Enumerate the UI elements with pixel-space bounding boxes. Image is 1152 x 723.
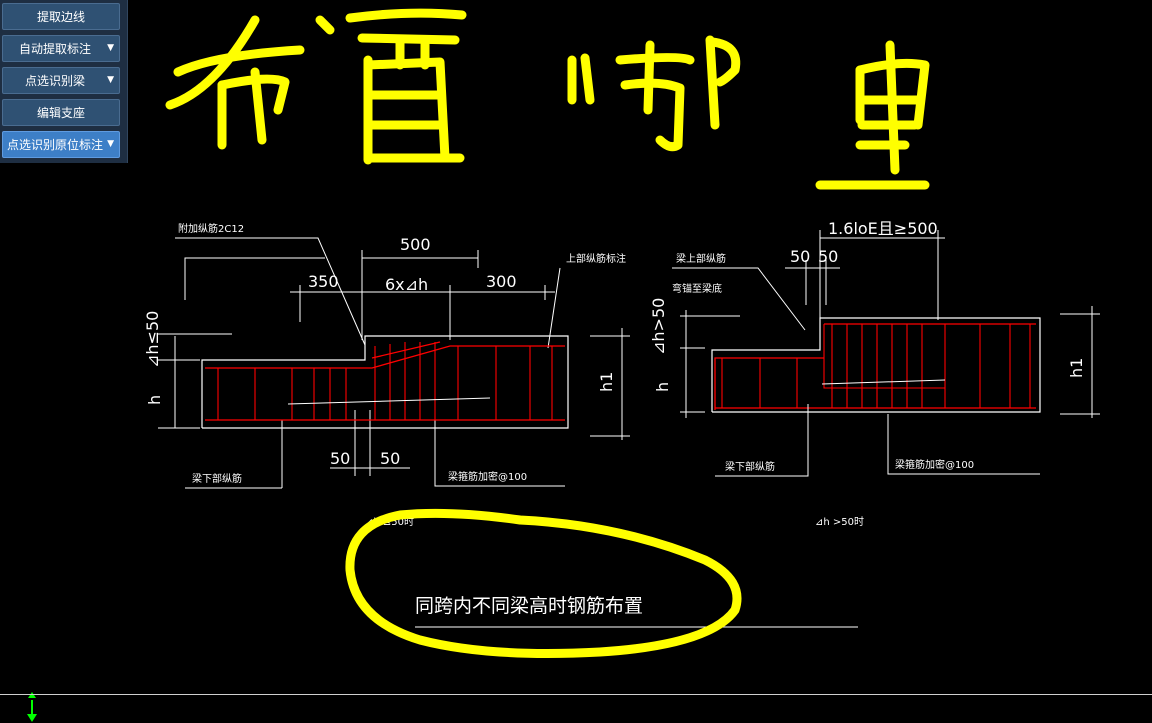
edit-support-button[interactable]: 编辑支座 xyxy=(2,99,120,126)
bottom-bars-label: 梁下部纵筋 xyxy=(725,460,775,473)
stirrup-label: 梁箍筋加密@100 xyxy=(448,470,527,483)
chevron-down-icon[interactable]: ▼ xyxy=(107,43,114,53)
auto-extract-annotation-button[interactable]: 自动提取标注 ▼ xyxy=(2,35,120,62)
top-bars-label: 梁上部纵筋 xyxy=(676,252,726,265)
pick-identify-in-situ-annotation-label: 点选识别原位标注 xyxy=(6,138,103,152)
dim-h: h xyxy=(653,382,672,392)
dim-50-b: 50 xyxy=(380,449,400,468)
pick-identify-beam-label: 点选识别梁 xyxy=(24,74,85,88)
ucs-icon xyxy=(27,692,37,722)
dim-dh-le50: ⊿h≤50 xyxy=(143,311,162,368)
chevron-down-icon[interactable]: ▼ xyxy=(107,75,114,85)
tool-panel: 提取边线 自动提取标注 ▼ 点选识别梁 ▼ 编辑支座 点选识别原位标注 ▼ xyxy=(0,0,128,163)
top-bars-label: 上部纵筋标注 xyxy=(566,252,626,265)
extract-edge-button[interactable]: 提取边线 xyxy=(2,3,120,30)
stirrup-label: 梁箍筋加密@100 xyxy=(895,458,974,471)
pick-identify-beam-button[interactable]: 点选识别梁 ▼ xyxy=(2,67,120,94)
extract-edge-label: 提取边线 xyxy=(36,10,85,24)
right-caption: ⊿h >50时 xyxy=(815,516,864,528)
dim-dh-gt50: ⊿h>50 xyxy=(649,298,668,355)
right-detail: 1.6loE且≥500 梁上部纵筋 弯锚至梁底 50 50 ⊿h>50 h h1… xyxy=(649,219,1100,528)
dim-50-a: 50 xyxy=(790,247,810,266)
chevron-down-icon[interactable]: ▼ xyxy=(107,139,114,149)
drawing-title: 同跨内不同梁高时钢筋布置 xyxy=(415,595,643,617)
dim-h: h xyxy=(145,395,164,405)
handwriting-annotation xyxy=(165,8,930,658)
extra-bars-label: 附加纵筋2C12 xyxy=(178,222,244,235)
pick-identify-in-situ-annotation-button[interactable]: 点选识别原位标注 ▼ xyxy=(2,131,120,158)
dim-6xdh: 6x⊿h xyxy=(385,275,428,294)
dim-500: 500 xyxy=(400,235,431,254)
dim-h1: h1 xyxy=(1067,358,1086,378)
dim-50-a: 50 xyxy=(330,449,350,468)
dim-350: 350 xyxy=(308,272,339,291)
anchor-label: 弯锚至梁底 xyxy=(672,282,722,295)
dim-300: 300 xyxy=(486,272,517,291)
edit-support-label: 编辑支座 xyxy=(36,106,85,120)
status-divider xyxy=(0,694,1152,695)
auto-extract-annotation-label: 自动提取标注 xyxy=(18,42,91,56)
dim-h1: h1 xyxy=(597,372,616,392)
left-detail: 附加纵筋2C12 500 350 6x⊿h 300 上部纵筋标注 ⊿h≤50 h… xyxy=(143,222,630,528)
dim-50-b: 50 xyxy=(818,247,838,266)
dim-1-6loe: 1.6loE且≥500 xyxy=(828,219,938,238)
bottom-bars-label: 梁下部纵筋 xyxy=(192,472,242,485)
